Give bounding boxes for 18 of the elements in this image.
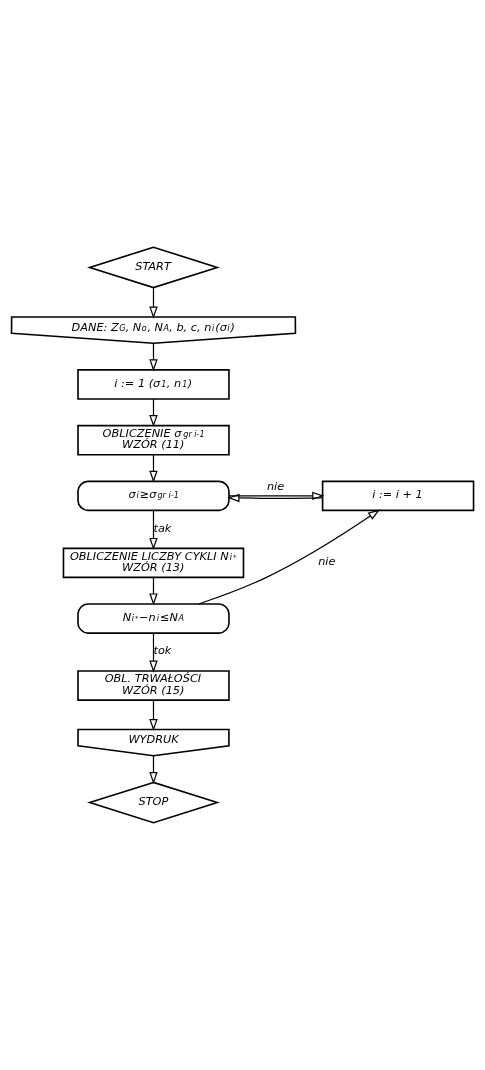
edge-label: nie [266, 479, 285, 493]
node-box: OBLICZENIE LICZBY CYKLI Ni* WZÓR (13) [62, 547, 245, 579]
node-box: OBL. TRWAŁOŚCI WZÓR (15) [77, 670, 230, 701]
node-diamond: STOP [87, 781, 220, 824]
edge-label: nie [318, 555, 336, 569]
arrow [149, 509, 158, 551]
arrow [149, 287, 158, 319]
arrow [198, 509, 381, 605]
node-box: i := i + 1 [321, 480, 475, 512]
arrow [149, 632, 158, 673]
node-box: i := 1 (σ1, n1) [77, 369, 230, 400]
node-box: σi≥σgr i-1 [77, 480, 230, 512]
edge-label: tak [153, 521, 172, 535]
node-box: OBLICZENIE σgr i-1 WZÓR (11) [77, 424, 230, 456]
node-box: Ni*−ni≤NA [77, 603, 230, 634]
edge-label: tok [153, 644, 172, 658]
arrow [149, 699, 158, 732]
node-diamond: START [87, 246, 220, 289]
